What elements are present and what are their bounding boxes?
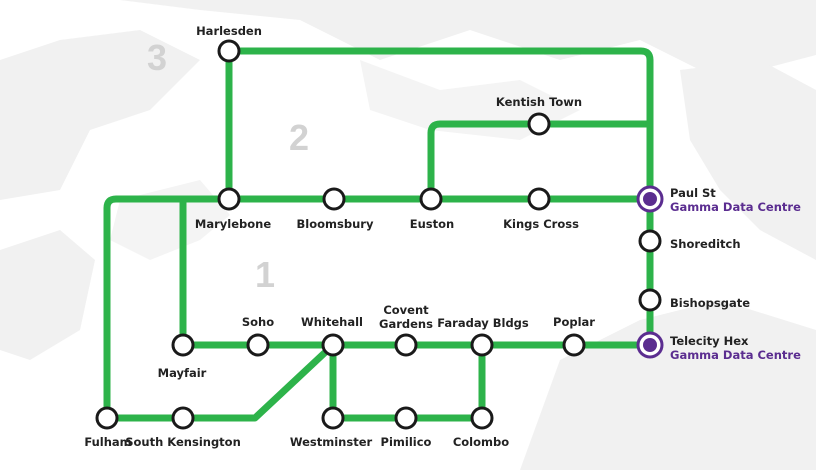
station-marker-whitehall	[321, 333, 345, 357]
station-label-kentish-town: Kentish Town	[495, 95, 583, 109]
station-label-covent-gardens-line2: Gardens	[379, 317, 433, 331]
station-label-marylebone: Marylebone	[194, 217, 272, 231]
station-marker-faraday-bldgs	[470, 333, 494, 357]
route-kentish-loop	[427, 120, 650, 199]
station-label-euston: Euston	[409, 217, 455, 231]
station-label-poplar: Poplar	[553, 315, 595, 329]
station-label-south-kensington: South Kensington	[125, 435, 241, 449]
station-label-soho: Soho	[241, 315, 275, 329]
datacentre-marker-telecity-hex	[636, 331, 664, 359]
station-marker-bloomsbury	[322, 187, 346, 211]
station-label-mayfair: Mayfair	[157, 366, 207, 380]
route-harlesden-loop	[225, 47, 654, 199]
station-label-westminster: Westminster	[289, 435, 373, 449]
station-label-bloomsbury: Bloomsbury	[296, 217, 374, 231]
station-label-pimilico: Pimilico	[380, 435, 432, 449]
stations	[95, 39, 664, 430]
station-label-faraday-bldgs: Faraday Bldgs	[437, 316, 529, 330]
datacentre-marker-paul-st	[636, 185, 664, 213]
route-southern	[107, 342, 336, 422]
station-marker-harlesden	[217, 39, 241, 63]
station-label-bishopsgate: Bishopsgate	[670, 296, 751, 310]
station-label-covent-gardens-line1: Covent	[383, 303, 429, 317]
zone-label-1: 1	[255, 254, 276, 295]
station-label-fulham: Fulham	[84, 435, 132, 449]
station-marker-shoreditch	[638, 229, 662, 253]
station-marker-kings-cross	[527, 187, 551, 211]
datacentre-label-telecity-hex: Gamma Data Centre	[670, 348, 801, 362]
route-northern-main	[103, 195, 650, 418]
datacentre-label-paul-st: Gamma Data Centre	[670, 200, 801, 214]
station-marker-mayfair	[171, 333, 195, 357]
station-marker-westminster	[321, 406, 345, 430]
station-marker-poplar	[562, 333, 586, 357]
station-marker-south-kensington	[171, 406, 195, 430]
zone-label-2: 2	[289, 117, 310, 158]
zone-label-3: 3	[147, 37, 168, 78]
station-label-colombo: Colombo	[452, 435, 510, 449]
station-marker-pimilico	[394, 406, 418, 430]
station-label-kings-cross: Kings Cross	[503, 217, 579, 231]
station-marker-fulham	[95, 406, 119, 430]
station-label-harlesden: Harlesden	[196, 24, 262, 38]
station-label-whitehall: Whitehall	[301, 315, 363, 329]
station-marker-soho	[246, 333, 270, 357]
station-marker-covent-gardens	[394, 333, 418, 357]
station-label-telecity-hex: Telecity Hex	[670, 334, 749, 348]
station-label-shoreditch: Shoreditch	[670, 237, 741, 251]
station-marker-kentish-town	[527, 112, 551, 136]
station-marker-euston	[419, 187, 443, 211]
station-label-paul-st: Paul St	[670, 186, 716, 200]
datacentre-marker-dot	[643, 338, 657, 352]
station-marker-marylebone	[217, 187, 241, 211]
datacentre-marker-dot	[643, 192, 657, 206]
station-marker-colombo	[470, 406, 494, 430]
station-marker-bishopsgate	[638, 288, 662, 312]
